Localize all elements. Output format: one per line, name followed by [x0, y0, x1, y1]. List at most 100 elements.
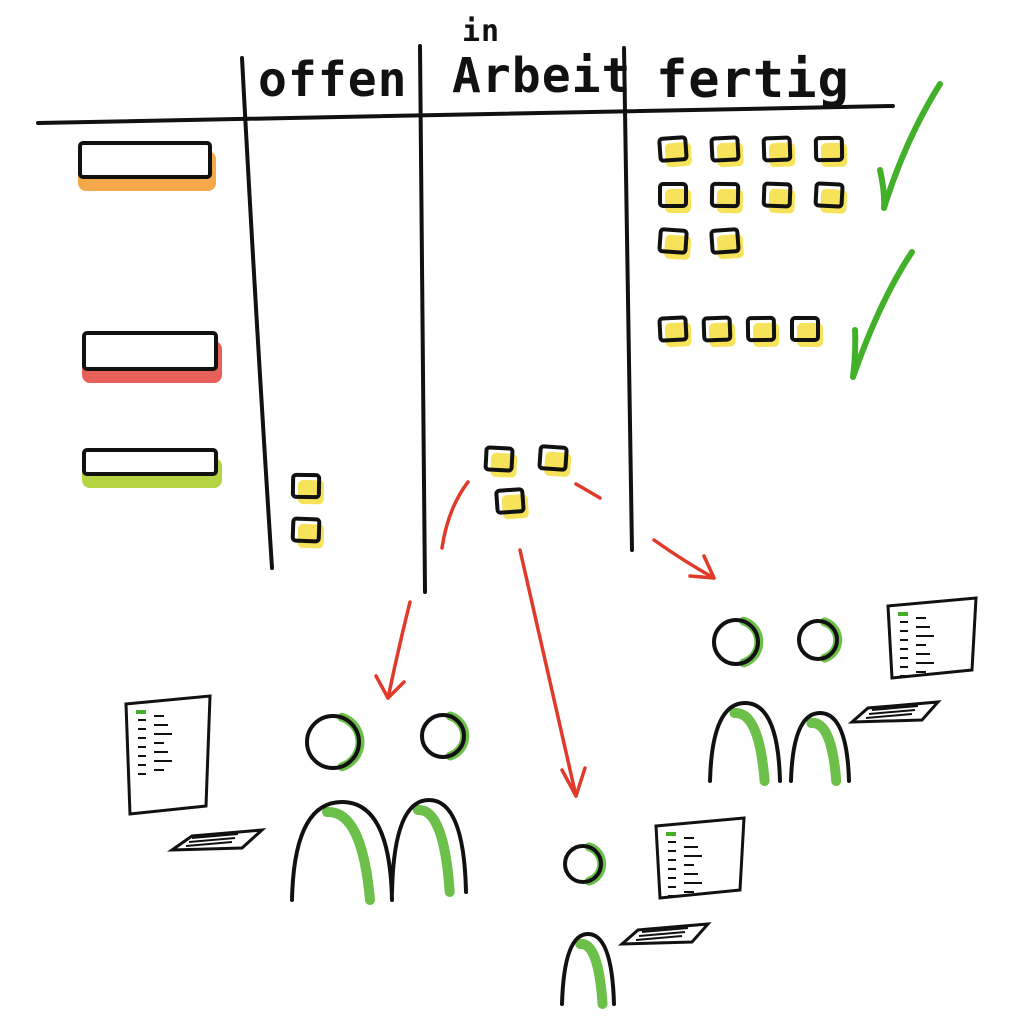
header-line [36, 104, 895, 125]
sticky-note [290, 472, 325, 505]
sticky-note-outline [290, 472, 322, 500]
person-body [708, 700, 782, 783]
keyboard-keys [641, 927, 689, 933]
check-icon [850, 249, 915, 380]
arrow-icon [652, 538, 716, 580]
keyboard-keys [185, 841, 233, 847]
swimlane-box [82, 331, 218, 371]
sticky-note-outline [483, 445, 515, 473]
person-head [305, 714, 361, 770]
sticky-note-outline [709, 227, 741, 255]
sticky-note [709, 135, 744, 168]
person-icon [390, 711, 470, 897]
swimlane-label-1 [78, 141, 216, 191]
monitor [886, 596, 978, 680]
sticky-note [658, 182, 691, 213]
arrow-shaft [440, 480, 470, 550]
arrow-head [374, 674, 406, 700]
person-head [563, 844, 603, 884]
keyboard-keys [635, 935, 683, 941]
column-label-open: offen [258, 52, 408, 108]
sticky-note [761, 181, 796, 214]
swimlane-label-2 [82, 331, 222, 383]
swimlane-box [82, 448, 218, 476]
sticky-note [657, 135, 692, 168]
sticky-note-outline [494, 487, 526, 515]
person-body-highlight [575, 939, 608, 1009]
sticky-note-outline [761, 135, 793, 163]
person-icon [708, 616, 782, 786]
person-head [797, 619, 839, 661]
column-label-in-progress-top: in [462, 14, 501, 49]
arrow-shaft [518, 548, 578, 798]
sticky-note-outline [709, 135, 741, 163]
sticky-note [483, 445, 518, 478]
person-head [420, 713, 466, 759]
column-label-in-progress: Arbeit [452, 48, 632, 104]
sticky-note-outline [813, 135, 845, 163]
sticky-note-outline [701, 315, 733, 343]
arrow-head [688, 554, 716, 580]
sticky-note [709, 181, 744, 214]
sticky-note [709, 227, 744, 260]
person-body [789, 710, 851, 783]
person-body [290, 799, 394, 902]
sticky-note-outline [761, 181, 793, 209]
sticky-note [790, 316, 823, 347]
sticky-note-outline [657, 227, 689, 255]
checkmarks [850, 81, 943, 380]
arrow-icon [440, 480, 470, 550]
column-label-done: fertig [656, 50, 850, 110]
team-left [124, 694, 470, 905]
sticky-note-outline [790, 316, 820, 342]
person-body-highlight [806, 718, 842, 786]
swimlane-labels [78, 141, 222, 488]
team-middle [560, 816, 746, 1009]
arrow-icon [374, 600, 412, 700]
person-icon [290, 712, 394, 905]
swimlane-box [78, 141, 212, 179]
monitor [654, 816, 746, 900]
sticky-note [657, 227, 692, 260]
person-body [560, 931, 616, 1006]
monitor-indicator [666, 832, 676, 836]
keyboard-keys [191, 833, 239, 839]
monitor [124, 694, 212, 816]
arrow-icon [518, 548, 587, 798]
column-divider-3 [622, 46, 634, 552]
sticky-note [657, 315, 692, 348]
person-body-highlight [322, 807, 375, 905]
computer-icon [617, 816, 746, 946]
sticky-note [494, 487, 529, 520]
board-grid [36, 44, 895, 594]
sticky-note-outline [537, 444, 569, 472]
sticky-note [813, 181, 848, 214]
sticky-note [813, 135, 848, 168]
person-body-highlight [729, 708, 770, 786]
arrow-head [560, 766, 587, 798]
column-divider-1 [240, 56, 274, 570]
sticky-note-outline [657, 315, 689, 343]
teams [124, 596, 978, 1009]
keyboard-keys [868, 709, 916, 715]
sticky-note [745, 315, 780, 348]
check-icon [877, 81, 943, 211]
sticky-note-outline [709, 181, 741, 209]
computer-icon [847, 596, 978, 724]
computer-icon [124, 694, 267, 852]
person-icon [789, 617, 851, 786]
keyboard-keys [865, 713, 913, 719]
sticky-note-outline [813, 181, 845, 209]
person-body [390, 797, 468, 894]
keyboard-keys [638, 931, 686, 937]
sticky-notes [290, 135, 848, 549]
sticky-note [290, 516, 325, 549]
person-head [712, 618, 760, 666]
arrow-shaft [574, 482, 602, 500]
arrow-shaft [386, 600, 412, 700]
person-icon [560, 842, 616, 1009]
arrow-shaft [652, 538, 716, 580]
arrow-icon [574, 482, 602, 500]
keyboard-keys [871, 705, 919, 711]
